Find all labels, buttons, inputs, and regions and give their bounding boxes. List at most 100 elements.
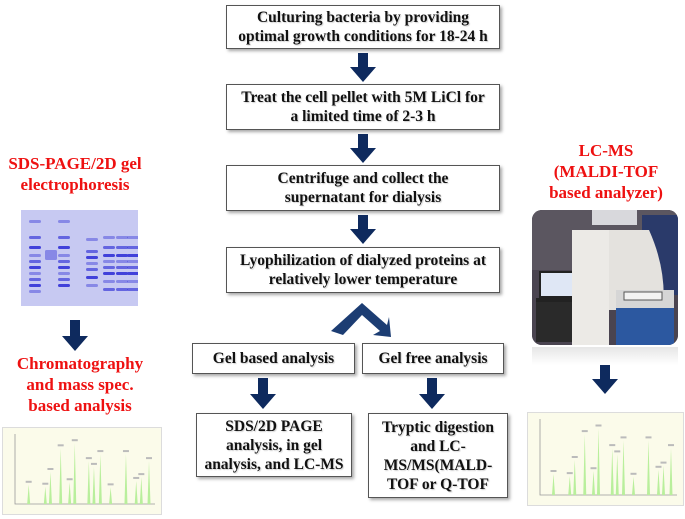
spectrum-peak xyxy=(87,461,91,504)
spectrum-peak xyxy=(573,460,577,495)
spectrum-peak-label xyxy=(590,467,597,470)
spectrum-peak xyxy=(124,454,128,504)
step-lyophilization-line2: relatively lower temperature xyxy=(268,271,458,288)
arrow-down-1-icon xyxy=(350,53,376,82)
spectrum-peak xyxy=(552,474,555,495)
gel-band xyxy=(103,236,115,239)
spectrum-peak-label xyxy=(550,470,557,472)
spectrum-peak-label xyxy=(107,483,114,486)
sds-page-gel-image xyxy=(21,210,139,306)
spectrum-peak xyxy=(43,486,47,504)
gel-band xyxy=(45,250,57,260)
spectrum-peak xyxy=(27,484,31,504)
spectrum-peak-label xyxy=(571,456,578,458)
gel-band xyxy=(29,290,41,293)
gel-band xyxy=(86,262,98,265)
spectrum-peak-label xyxy=(42,482,49,485)
spectrum-peak xyxy=(662,465,665,495)
step-centrifuge-line1: Centrifuge and collect the xyxy=(277,170,449,187)
spectrum-peak xyxy=(597,428,600,495)
spectrum-peak-label xyxy=(655,465,662,468)
gel-band xyxy=(29,260,41,263)
gel-band xyxy=(103,246,115,249)
spectrum-peak-label xyxy=(645,436,652,439)
gel-band xyxy=(86,250,98,253)
gel-band xyxy=(103,260,115,263)
left-mass-spectrum xyxy=(2,427,162,515)
photo-reflection xyxy=(532,347,678,365)
gel-free-result-line1: Tryptic digestion xyxy=(381,418,495,436)
spectrum-peak-label xyxy=(85,457,92,460)
spectrum-peak-label xyxy=(122,450,129,453)
right-spectrum-plot xyxy=(539,419,677,496)
gel-free-result-line2: and LC- xyxy=(410,437,466,455)
lc-ms-title: LC-MS (MALDI-TOF based analyzer) xyxy=(527,140,685,203)
gel-band xyxy=(29,272,41,275)
spectrum-peak-label xyxy=(595,424,602,427)
step-lyophilization-box: Lyophilization of dialyzed proteins at re… xyxy=(226,247,500,293)
spectrum-peak-label xyxy=(146,457,152,460)
spectrum-peak xyxy=(669,448,673,495)
lc-ms-title-line2: (MALDI-TOF xyxy=(553,162,659,181)
gel-band xyxy=(116,280,128,283)
gel-band xyxy=(127,254,139,257)
lc-ms-title-line1: LC-MS xyxy=(578,141,634,160)
gel-band xyxy=(116,246,128,249)
spectrum-peak xyxy=(92,466,96,504)
spectrum-peak xyxy=(583,434,587,495)
step-licl-line2: a limited time of 2-3 h xyxy=(290,108,436,125)
gel-band xyxy=(127,260,139,263)
gel-band xyxy=(58,246,70,249)
step-lyophilization-line1: Lyophilization of dialyzed proteins at xyxy=(239,252,487,269)
arrow-split-icon xyxy=(331,303,391,337)
spectrum-peak-label xyxy=(138,473,145,476)
spectrum-peak xyxy=(68,482,72,504)
instrument-illustration xyxy=(532,210,678,345)
spectrum-peak xyxy=(139,477,143,504)
gel-free-analysis-box: Gel free analysis xyxy=(362,343,504,374)
gel-free-analysis-label: Gel free analysis xyxy=(378,350,488,367)
gel-based-analysis-box: Gel based analysis xyxy=(192,343,355,374)
gel-band xyxy=(58,260,70,263)
spectrum-peak-label xyxy=(668,444,674,447)
gel-based-result-line1: SDS/2D PAGE xyxy=(225,417,323,435)
gel-band xyxy=(116,272,128,275)
maldi-tof-instrument-photo xyxy=(532,210,678,345)
gel-band xyxy=(58,266,70,269)
spectrum-peak-label xyxy=(57,444,64,447)
lc-ms-title-line3: based analyzer) xyxy=(549,183,663,202)
gel-band xyxy=(58,278,70,281)
spectrum-peak-label xyxy=(566,472,573,475)
spectrum-peak-label xyxy=(90,462,97,465)
spectrum-axis xyxy=(14,434,155,505)
gel-band xyxy=(116,288,128,291)
gel-band xyxy=(116,266,128,269)
gel-band xyxy=(86,238,98,241)
gel-band xyxy=(127,246,139,249)
gel-band xyxy=(127,266,139,269)
spectrum-peak-label xyxy=(620,436,627,439)
gel-band xyxy=(58,254,70,257)
gel-band xyxy=(58,236,70,239)
gel-band xyxy=(58,220,70,223)
gel-band xyxy=(86,284,98,287)
gel-free-result-line4: TOF or Q-TOF xyxy=(387,475,489,493)
gel-band xyxy=(116,236,128,239)
spectrum-peak-label xyxy=(133,476,140,479)
spectrum-peak xyxy=(147,461,151,504)
gel-band xyxy=(29,236,41,239)
spectrum-peak xyxy=(610,448,614,495)
spectrum-peak-label xyxy=(47,468,54,470)
arrow-down-gel-free-icon xyxy=(419,378,445,409)
spectrum-peak-label xyxy=(71,439,78,442)
gel-band xyxy=(29,266,41,269)
gel-band xyxy=(29,254,41,257)
gel-based-result-line3: analysis, and LC-MS xyxy=(204,455,344,473)
gel-band xyxy=(116,254,128,257)
sds-page-title-line1: SDS-PAGE/2D gel xyxy=(8,154,142,173)
spectrum-peak-label xyxy=(630,472,637,475)
gel-band xyxy=(58,272,70,275)
